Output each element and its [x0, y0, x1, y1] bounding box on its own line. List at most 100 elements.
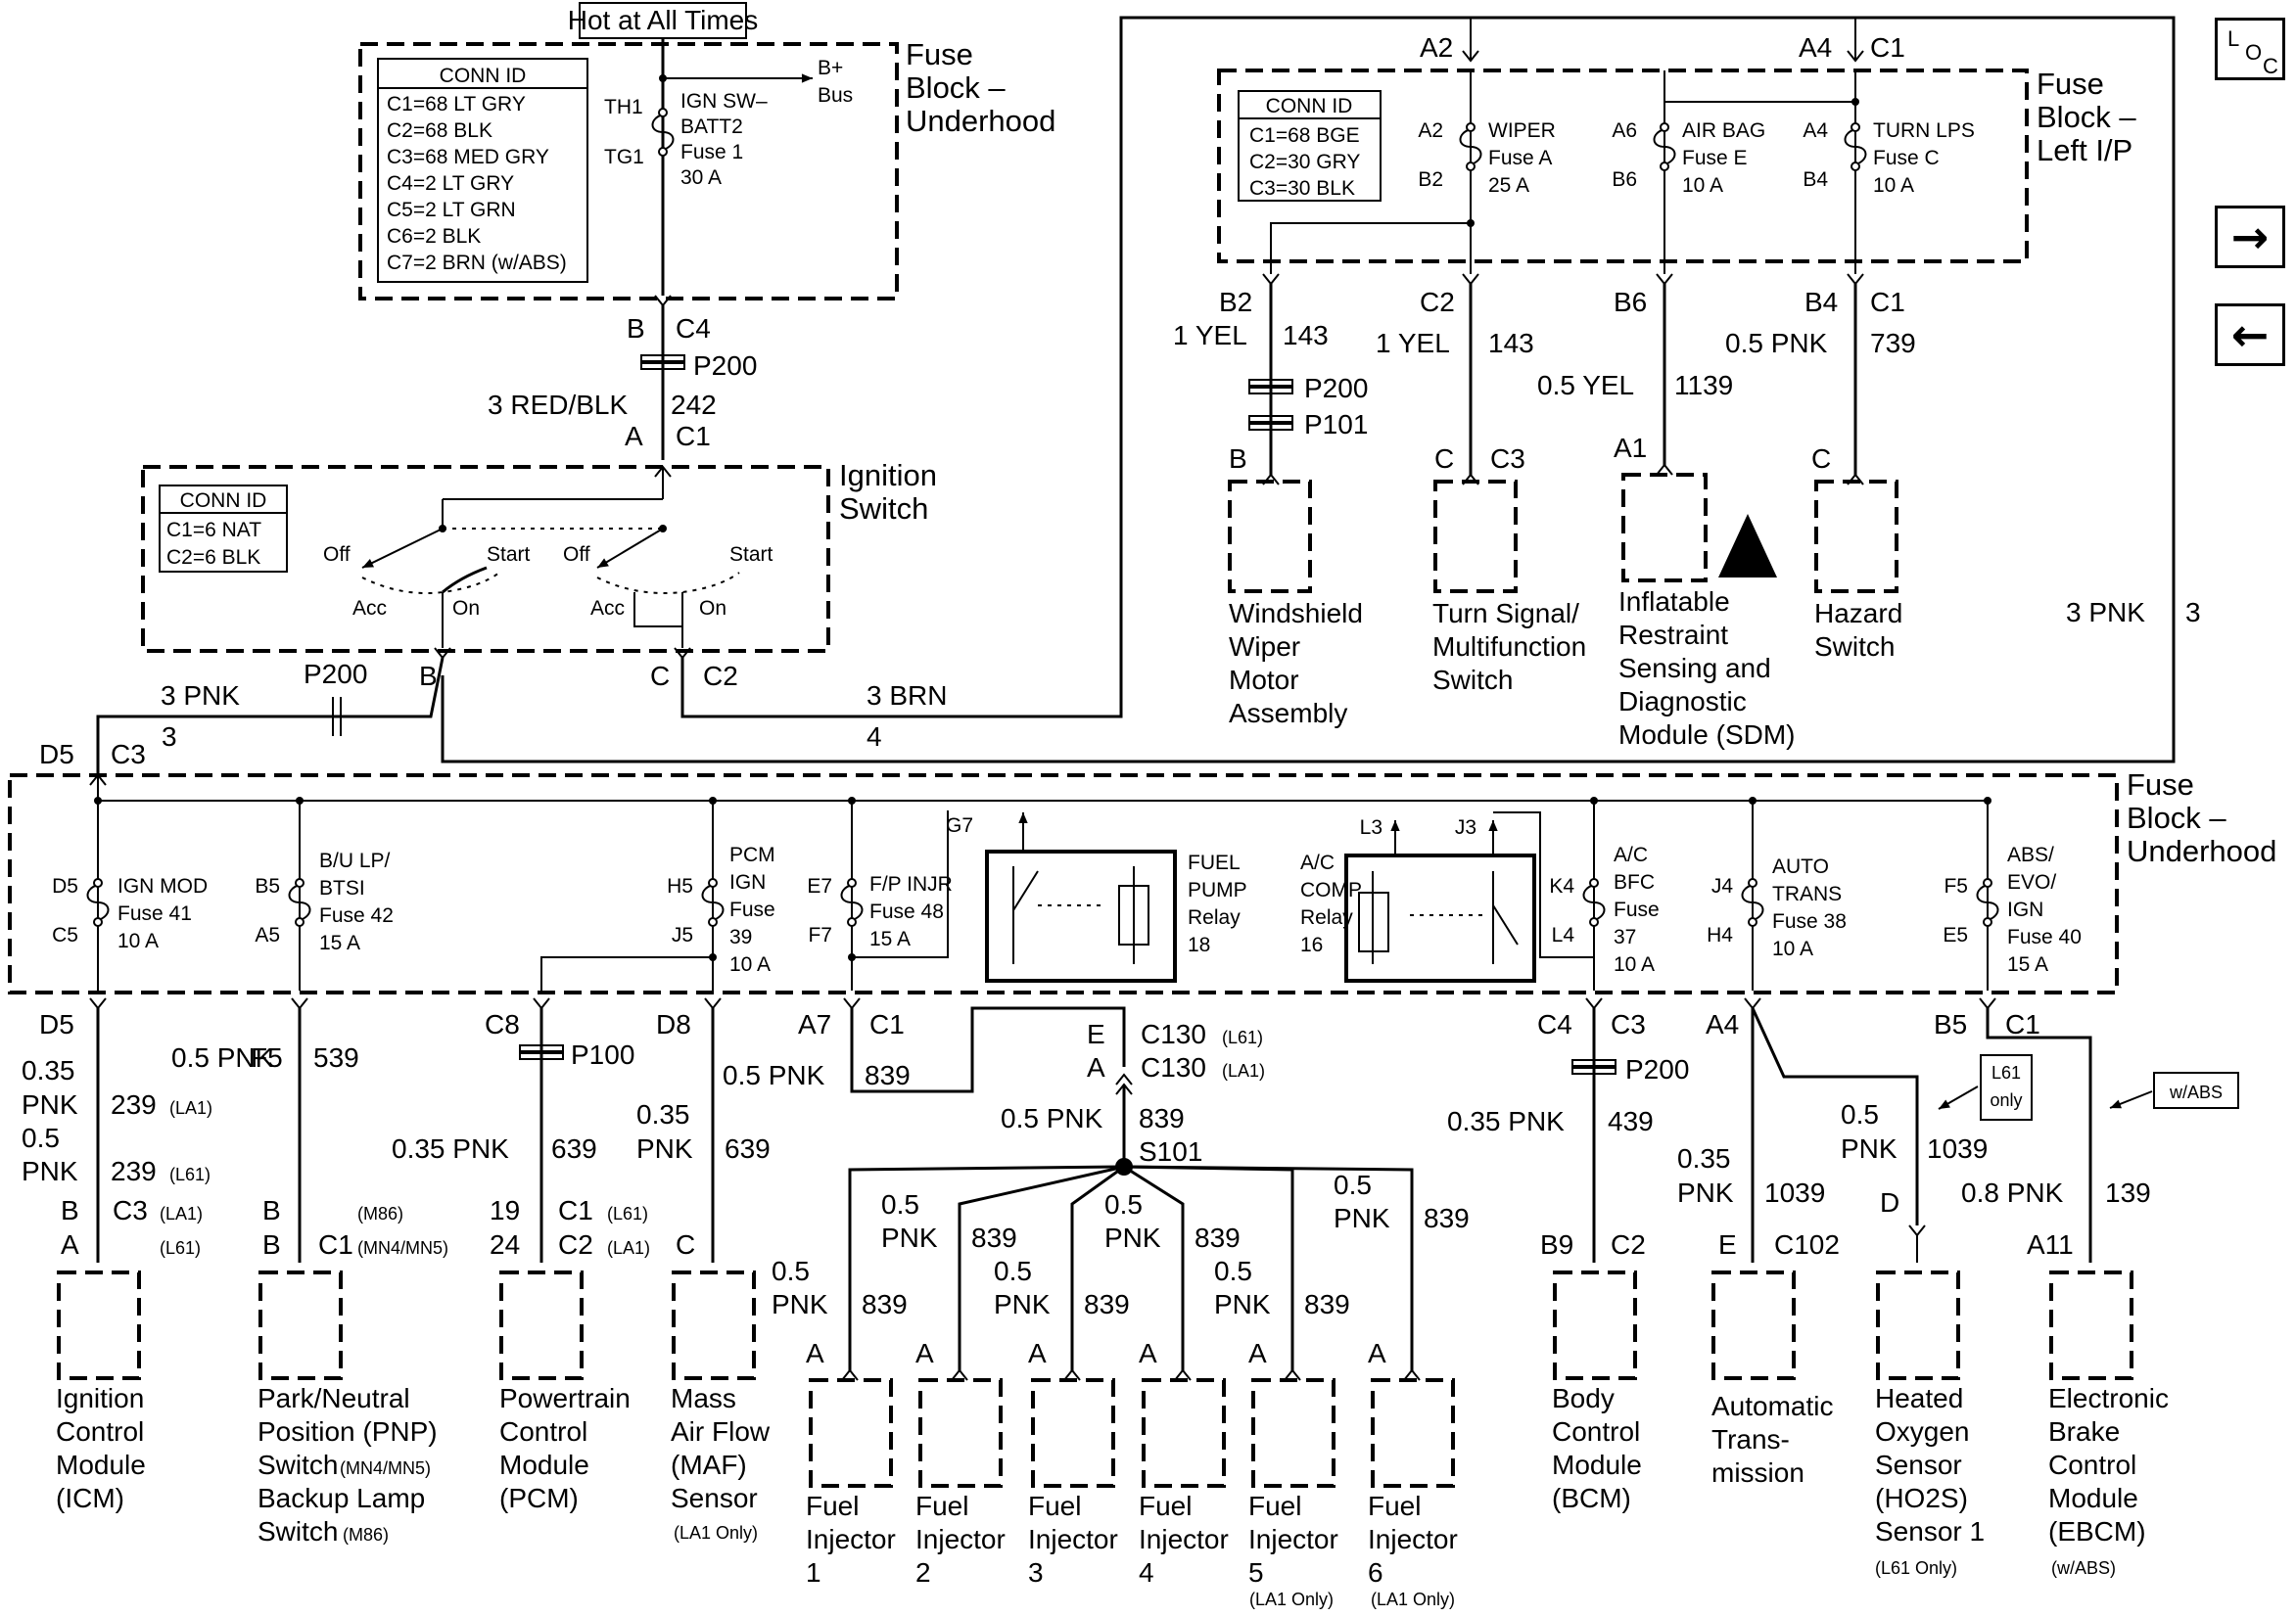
trans-box: [1711, 1270, 1796, 1380]
icm-box: [57, 1270, 141, 1380]
ign-on-right: On: [699, 597, 726, 620]
fuse-block-left-ip-box: [1217, 69, 2029, 263]
next-page-button[interactable]: →: [2215, 206, 2285, 268]
fuse-block-left-ip-title-2: Left I/P: [2037, 133, 2132, 167]
pcm-color: 0.35 PNK: [392, 1133, 509, 1164]
ebcm-box: [2049, 1270, 2133, 1380]
conn-id-line-top-0: C1=68 LT GRY: [387, 93, 526, 116]
bottom-fuse-bot-2: J5: [672, 924, 693, 947]
brn-3-color: 3 BRN: [867, 680, 947, 711]
sdm-label-3: Diagnostic: [1618, 686, 1747, 716]
bplus-label-1: Bus: [818, 84, 853, 107]
injector-wire-0: [848, 1165, 1125, 1370]
bottom-fuse-2-bot: [708, 917, 718, 927]
ip-fuse-1-bot: [1660, 162, 1669, 171]
icm-circuit-2: 239: [111, 1156, 157, 1186]
fuel-injector-label-2-2: 3: [1028, 1557, 1044, 1588]
bcm-label-0: Body: [1552, 1383, 1615, 1413]
bcm-label-2: Module: [1552, 1450, 1642, 1480]
sdm-label-1: Restraint: [1618, 620, 1728, 650]
hot-at-all-times-label: Hot at All Times: [568, 5, 759, 35]
bcm-conn: C3: [1611, 1009, 1646, 1040]
bottom-fork-4: [843, 997, 861, 1010]
pnk-3-left-wire: [96, 657, 445, 773]
fuse-block-underhood-top-title-0: Fuse: [906, 37, 973, 71]
prev-page-button[interactable]: ←: [2215, 303, 2285, 366]
ebcm-dest-pin: A11: [2027, 1229, 2074, 1260]
p100-label: P100: [571, 1040, 634, 1070]
sdm-color: 0.5 YEL: [1537, 370, 1634, 400]
sdm-label-2: Sensing and: [1618, 653, 1771, 683]
ebcm-label-0: Electronic: [2048, 1383, 2169, 1413]
ho2s-label-1: Oxygen: [1875, 1416, 1970, 1447]
pcm-label-1: Control: [499, 1416, 587, 1447]
pnp-pin-b1: B: [262, 1195, 281, 1225]
bottom-fuse-label-0-2: 10 A: [117, 930, 159, 952]
conn-id-line-ign-0: C1=6 NAT: [166, 519, 261, 541]
inj-trunk-circuit: 839: [1139, 1103, 1185, 1133]
bottom-fuse-top-0: D5: [52, 875, 78, 898]
pnp-note-mn: (MN4/MN5): [340, 1458, 431, 1478]
ho2s-label-0: Heated: [1875, 1383, 1963, 1413]
fuel-injector-label-0-2: 1: [806, 1557, 821, 1588]
ebcm-label-4: (EBCM): [2048, 1516, 2146, 1547]
pcm-conn-c2: C2: [558, 1229, 593, 1260]
bottom-fuse-label-5-1: TRANS: [1772, 883, 1842, 905]
inj-color-b-4: PNK: [1214, 1289, 1271, 1319]
ac-relay-label-0: A/C: [1300, 852, 1335, 874]
location-button[interactable]: L O C: [2215, 18, 2285, 80]
ip-out-fork-3: [1847, 273, 1864, 286]
bcm-dest-pin: B9: [1540, 1229, 1573, 1260]
pcm-branch-junction: [709, 953, 717, 961]
ign-start-left: Start: [487, 543, 531, 566]
pcm-l61: (L61): [607, 1204, 648, 1224]
bottom-fuse-top-6: F5: [1944, 875, 1968, 898]
fuel-injector-label-2-1: Injector: [1028, 1524, 1118, 1554]
maf-label-1: Air Flow: [671, 1416, 771, 1447]
ign-sw-batt2-label-0: IGN SW–: [680, 90, 768, 113]
trans-dest-pin: E: [1718, 1229, 1737, 1260]
conn-id-line-top-2: C3=68 MED GRY: [387, 146, 549, 168]
ip-fuse-0-bot: [1466, 162, 1476, 171]
ip-fuse-label-1-0: AIR BAG: [1682, 119, 1765, 142]
bplus-label-0: B+: [818, 57, 843, 79]
fuse-block-underhood-bottom-title-1: Block –: [2127, 801, 2226, 835]
ac-relay-l3: L3: [1360, 816, 1382, 839]
bottom-fuse-label-4-2: Fuse: [1614, 899, 1660, 921]
ac-relay-label-3: 16: [1300, 934, 1323, 956]
ho2s-fork: [1908, 1224, 1926, 1237]
ign-c3-label: C3: [111, 739, 146, 769]
bottom-fuse-5-bot: [1748, 917, 1757, 927]
bottom-fuse-top-2: H5: [667, 875, 693, 898]
fuel-injector-box-2: [1031, 1378, 1115, 1488]
inj-color-a-4: 0.5: [1214, 1256, 1252, 1286]
fuel-injector-box-0: [809, 1378, 893, 1488]
ebcm-conn: C1: [2005, 1009, 2040, 1040]
bcm-dest-conn: C2: [1611, 1229, 1646, 1260]
bottom-fuse-label-4-3: 37: [1614, 926, 1636, 948]
ign-acc-right: Acc: [590, 597, 625, 620]
w-abs-badge: [2153, 1072, 2239, 1109]
p200-wiper-splice-a: [1248, 379, 1293, 387]
bottom-fuse-3-bot: [847, 917, 857, 927]
inj-caret-2: [1063, 1368, 1081, 1381]
inj-circuit-2: 839: [1084, 1289, 1130, 1319]
bottom-fork-1: [291, 997, 308, 1010]
pnp-mn: (MN4/MN5): [357, 1238, 448, 1258]
bottom-fuse-label-6-2: IGN: [2007, 899, 2043, 921]
bottom-fuse-3: [840, 884, 864, 921]
bottom-fuse-label-5-2: Fuse 38: [1772, 910, 1847, 933]
bottom-fuse-label-6-1: EVO/: [2007, 871, 2056, 894]
bottom-fuse-label-2-1: IGN: [729, 871, 766, 894]
inj-caret-4: [1284, 1368, 1301, 1381]
bottom-fuse-label-5-0: AUTO: [1772, 855, 1829, 878]
ip-fuse-0: [1459, 128, 1482, 165]
bottom-fuse-1-bot: [295, 917, 305, 927]
bottom-fuse-bot-3: F7: [808, 924, 832, 947]
bottom-fork-0: [89, 997, 107, 1010]
turn-signal-label-2: Switch: [1432, 665, 1513, 695]
ign-pin-b: B: [419, 661, 438, 691]
trans-pin: A4: [1706, 1009, 1739, 1040]
conn-id-line-top-3: C4=2 LT GRY: [387, 172, 514, 195]
ho2s-label-3: (HO2S): [1875, 1483, 1968, 1513]
